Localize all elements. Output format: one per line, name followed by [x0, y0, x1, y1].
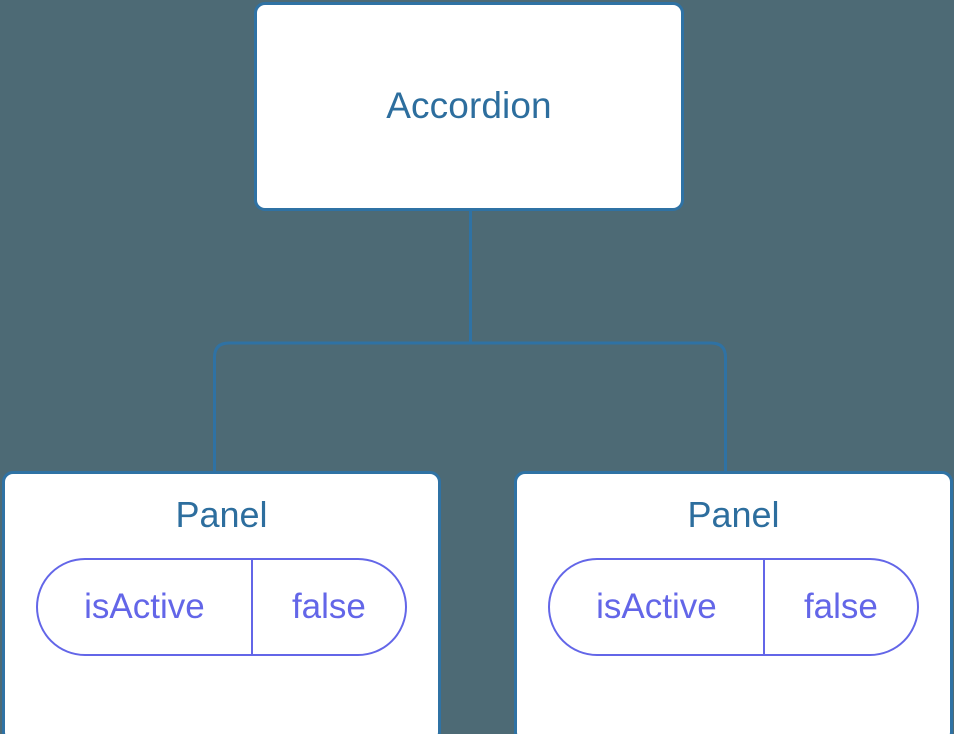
- node-panel-left[interactable]: Panel isActive false: [2, 471, 441, 734]
- node-panel-right[interactable]: Panel isActive false: [514, 471, 953, 734]
- node-accordion[interactable]: Accordion: [254, 2, 684, 211]
- state-badge-panel-left: isActive false: [36, 557, 407, 656]
- node-accordion-title: Accordion: [386, 85, 552, 127]
- connector-branch-to-panel-left: [213, 341, 471, 473]
- node-panel-left-title: Panel: [175, 494, 268, 535]
- state-key-label: isActive: [550, 559, 765, 654]
- state-badge-panel-right: isActive false: [548, 557, 919, 656]
- connector-branch-to-panel-right: [470, 341, 727, 473]
- state-value-label: false: [291, 587, 366, 627]
- node-panel-right-title: Panel: [687, 494, 780, 535]
- state-value-label: false: [803, 587, 878, 627]
- state-key-label: isActive: [38, 559, 253, 654]
